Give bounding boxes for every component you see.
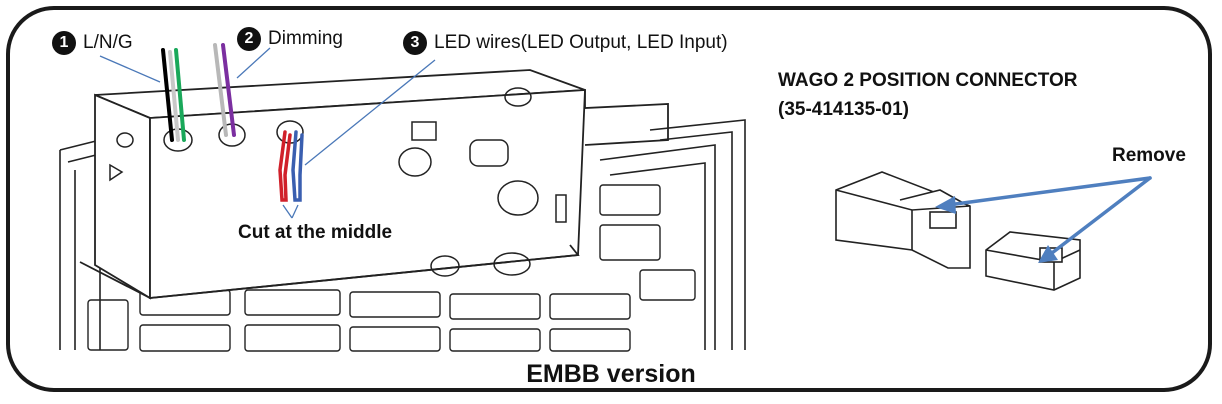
- callout-3-label: LED wires(LED Output, LED Input): [434, 32, 728, 53]
- callout-3-badge: 3: [403, 31, 427, 55]
- diagram-frame: [6, 6, 1212, 392]
- connector-part-number: (35-414135-01): [778, 99, 909, 120]
- callout-1-badge: 1: [52, 31, 76, 55]
- callout-1-label: L/N/G: [83, 32, 133, 53]
- lng-wires: [161, 48, 186, 142]
- led-wires: [278, 130, 304, 202]
- callout-2-badge: 2: [237, 27, 261, 51]
- wago-connector-large: [835, 171, 971, 269]
- arrow-heads: [935, 196, 1058, 263]
- driver-box: [79, 69, 669, 300]
- leader-lines: [99, 47, 436, 219]
- remove-label: Remove: [1112, 145, 1186, 166]
- remove-arrows: [946, 176, 1152, 258]
- cut-label: Cut at the middle: [238, 222, 393, 243]
- connector-title: WAGO 2 POSITION CONNECTOR (35-414135-01): [778, 66, 1077, 124]
- dimming-wires: [213, 43, 236, 137]
- fixture-frame: [59, 119, 746, 350]
- connector-title-line1: WAGO 2 POSITION CONNECTOR: [778, 70, 1078, 91]
- caption: EMBB version: [526, 360, 696, 388]
- callout-2-label: Dimming: [268, 28, 343, 49]
